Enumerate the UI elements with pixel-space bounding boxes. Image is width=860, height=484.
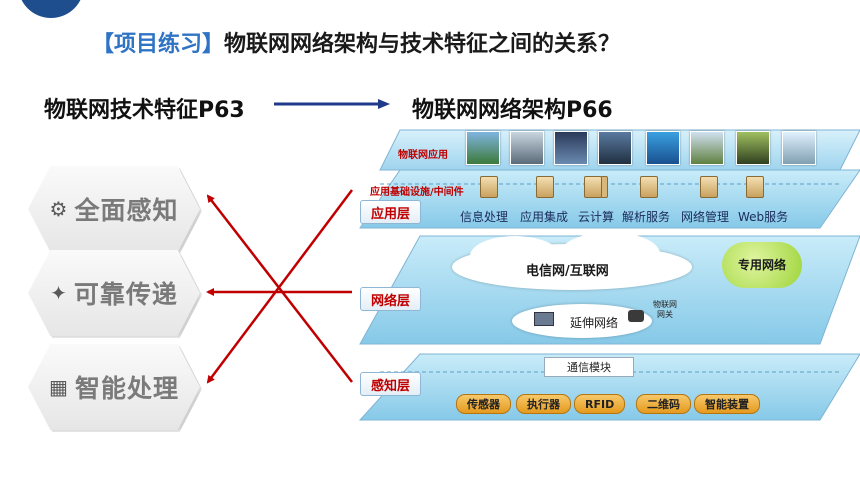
- server-icon: [536, 176, 554, 198]
- server-icon: [584, 176, 602, 198]
- arrow-perception-to-perception: [206, 194, 353, 383]
- service-label: 应用集成: [520, 210, 569, 224]
- cloud-puff: [470, 236, 560, 276]
- application-thumbnail: [554, 131, 588, 165]
- telecom-internet-label: 电信网/互联网: [526, 264, 609, 279]
- application-thumbnail: [646, 131, 680, 165]
- mapping-arrow: [274, 99, 390, 109]
- feature-reliable-transmission: ✦ 可靠传递: [28, 250, 200, 336]
- signal-person-icon: ✦: [50, 281, 68, 305]
- server-icon: [640, 176, 658, 198]
- layer-tag-perception: 感知层: [360, 372, 422, 396]
- server-icon: [480, 176, 498, 198]
- feature-intelligent-processing: ▦ 智能处理: [28, 344, 200, 430]
- iot-application-label: 物联网应用: [398, 150, 448, 161]
- title-bracket: 【项目练习】: [92, 32, 225, 57]
- server-icon: [700, 176, 718, 198]
- application-thumbnail: [736, 131, 770, 165]
- arrow-application-to-processing: [206, 189, 353, 384]
- feature-label: 智能处理: [74, 374, 179, 403]
- private-network-label: 专用网络: [737, 257, 786, 272]
- service-label: 解析服务: [622, 210, 671, 224]
- extended-network-label: 延伸网络: [570, 316, 619, 330]
- server-icon: [746, 176, 764, 198]
- device-rfid: RFID: [574, 394, 626, 414]
- application-thumbnail: [690, 131, 724, 165]
- infrastructure-label: 应用基础设施/中间件: [370, 187, 464, 198]
- application-thumbnail: [466, 131, 500, 165]
- feature-comprehensive-perception: ⚙ 全面感知: [28, 166, 200, 252]
- processing-icon: ▦: [49, 375, 69, 399]
- cloud-puff: [560, 232, 660, 276]
- private-network-cloud: 专用网络: [722, 242, 802, 288]
- feature-label: 可靠传递: [73, 280, 178, 309]
- service-label: 信息处理: [460, 210, 509, 224]
- architecture-heading: 物联网网络架构P66: [412, 98, 613, 123]
- device-sensor: 传感器: [456, 394, 511, 414]
- layer-tag-application: 应用层: [360, 200, 422, 224]
- communication-module: 通信模块: [544, 357, 634, 377]
- device-actuator: 执行器: [516, 394, 571, 414]
- title-text: 物联网网络架构与技术特征之间的关系？: [224, 32, 621, 57]
- layer-tag-network: 网络层: [360, 287, 422, 311]
- application-thumbnail: [598, 131, 632, 165]
- sensor-person-icon: ⚙: [49, 197, 69, 221]
- service-label: 云计算: [578, 210, 615, 224]
- service-label: Web服务: [738, 210, 789, 224]
- page-title: 【项目练习】物联网网络架构与技术特征之间的关系？: [92, 26, 620, 58]
- gateway-label: 物联网网关: [653, 300, 677, 319]
- terminal-device-icon: [534, 312, 554, 326]
- service-label: 网络管理: [681, 210, 730, 224]
- feature-label: 全面感知: [74, 196, 179, 225]
- application-thumbnail: [510, 131, 544, 165]
- application-thumbnail: [782, 131, 816, 165]
- device-smart-device: 智能装置: [694, 394, 760, 414]
- tech-features-heading: 物联网技术特征P63: [44, 98, 245, 123]
- device-qr-code: 二维码: [636, 394, 691, 414]
- corner-decoration: [18, 0, 84, 18]
- gateway-icon: [628, 310, 644, 322]
